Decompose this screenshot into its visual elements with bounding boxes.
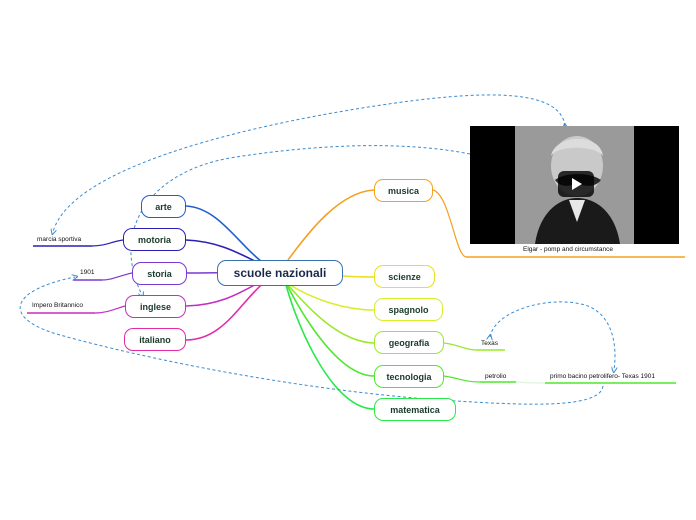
leaf-petrolio[interactable]: petrolio (485, 373, 507, 380)
branch-storia[interactable]: storia (132, 262, 187, 285)
relation-video-inglese (130, 145, 471, 295)
leaf-impero-britannico[interactable]: Impero Britannico (32, 302, 83, 309)
connector-marcia (91, 239, 124, 247)
connector-petrolio (443, 375, 481, 383)
connector-geografia (287, 284, 375, 344)
branch-matematica[interactable]: matematica (374, 398, 456, 421)
play-icon[interactable] (558, 171, 594, 197)
relation-video-marcia (53, 94, 565, 232)
branch-motoria[interactable]: motoria (123, 228, 186, 251)
leaf-marcia-sportiva[interactable]: marcia sportiva (37, 236, 82, 243)
connector-texas (443, 342, 477, 351)
central-topic[interactable]: scuole nazionali (217, 260, 343, 286)
connector-tecnologia (286, 284, 375, 377)
branch-italiano[interactable]: italiano (124, 328, 186, 351)
connector-spagnolo (289, 284, 375, 311)
connector-primo (515, 381, 546, 384)
relation-primo-1901 (19, 277, 604, 405)
branch-inglese[interactable]: inglese (125, 295, 186, 318)
leaf-1901[interactable]: 1901 (80, 269, 95, 276)
branch-musica[interactable]: musica (374, 179, 433, 202)
leaf-texas[interactable]: Texas (481, 340, 498, 347)
branch-tecnologia[interactable]: tecnologia (374, 365, 444, 388)
video-caption: Elgar - pomp and circumstance (523, 246, 613, 253)
connector-1901 (101, 272, 133, 281)
branch-arte[interactable]: arte (141, 195, 186, 218)
branch-scienze[interactable]: scienze (374, 265, 435, 288)
relation-texas-primo (490, 301, 615, 370)
connector-impero (94, 305, 126, 314)
connector-matematica (285, 284, 375, 410)
video-thumbnail[interactable] (470, 126, 679, 244)
connector-video (432, 189, 467, 258)
leaf-primo-bacino[interactable]: primo bacino petrolifero- Texas 1901 (550, 373, 656, 380)
branch-spagnolo[interactable]: spagnolo (374, 298, 443, 321)
connector-musica (287, 189, 375, 261)
connector-scienze (342, 275, 375, 278)
branch-geografia[interactable]: geografia (374, 331, 444, 354)
